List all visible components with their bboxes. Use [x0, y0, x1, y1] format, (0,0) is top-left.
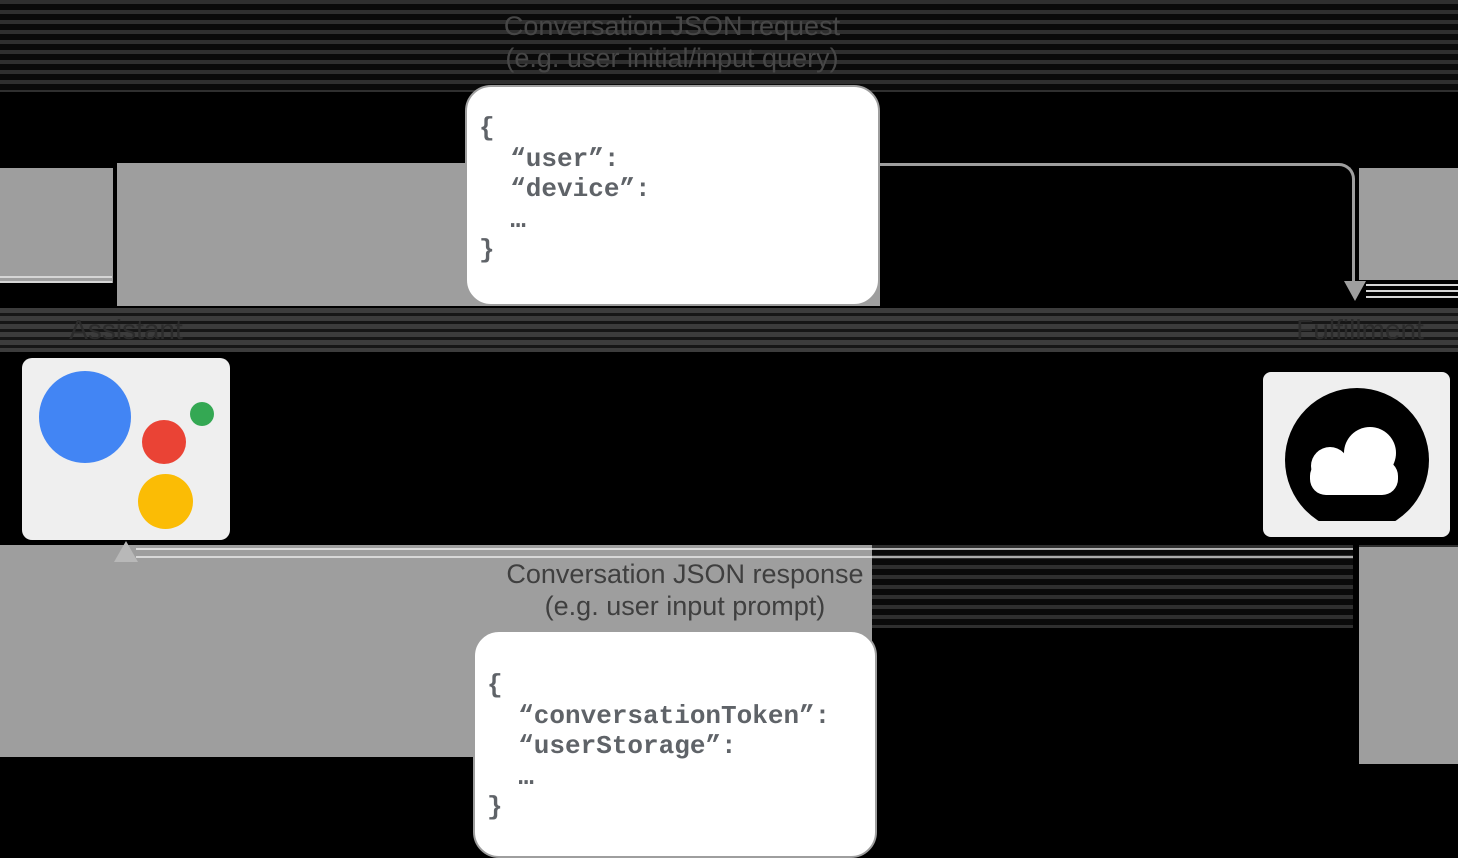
code-line: … [487, 761, 534, 792]
code-line: … [479, 204, 526, 235]
artifact-line [0, 281, 112, 283]
artifact-line [1366, 290, 1458, 292]
fulfillment-label: Fulfillment [1296, 314, 1424, 345]
request-title-line1: Conversation JSON request [503, 11, 841, 41]
response-json-code: { “conversationToken”: “userStorage”: …} [475, 632, 875, 823]
request-arrow-right-block [1359, 168, 1458, 280]
stripe-artifact-band-top [0, 0, 1458, 92]
assistant-label: Assistant [69, 314, 183, 345]
request-title: Conversation JSON request (e.g. user ini… [372, 10, 972, 74]
code-line: { [487, 670, 503, 700]
cloud-icon [1277, 388, 1437, 523]
request-json-card: { “user”: “device”: …} [465, 85, 880, 306]
response-title-line2: (e.g. user input prompt) [544, 591, 826, 621]
assistant-logo-blue-dot [39, 371, 131, 463]
request-arrow-left-block [0, 168, 113, 283]
code-line: { [479, 113, 495, 143]
artifact-line [0, 276, 112, 278]
stripe-artifact-band-middle [0, 308, 1458, 352]
fulfillment-node [1263, 372, 1450, 537]
code-line: } [487, 792, 503, 822]
code-line: “userStorage”: [487, 731, 737, 761]
request-json-code: { “user”: “device”: …} [467, 87, 878, 266]
assistant-logo-green-dot [190, 402, 214, 426]
code-line: } [479, 235, 495, 265]
artifact-line [1366, 284, 1458, 286]
response-arrowhead-icon [114, 541, 138, 562]
assistant-logo-red-dot [142, 420, 186, 464]
code-line: “conversationToken”: [487, 700, 831, 731]
response-title: Conversation JSON response (e.g. user in… [385, 558, 985, 622]
assistant-node [22, 358, 230, 540]
response-arrow-gap [1353, 545, 1359, 764]
code-line: “device”: [479, 174, 651, 204]
response-title-line1: Conversation JSON response [506, 559, 864, 589]
assistant-logo-yellow-dot [138, 474, 193, 529]
code-line: “user”: [479, 143, 620, 174]
request-title-line2: (e.g. user initial/input query) [505, 43, 839, 73]
artifact-line [1366, 296, 1458, 298]
request-arrowhead-icon [1344, 281, 1366, 301]
response-arrow-right-block [1359, 547, 1458, 764]
response-arrow [136, 548, 1353, 558]
response-json-card: { “conversationToken”: “userStorage”: …} [473, 630, 877, 858]
